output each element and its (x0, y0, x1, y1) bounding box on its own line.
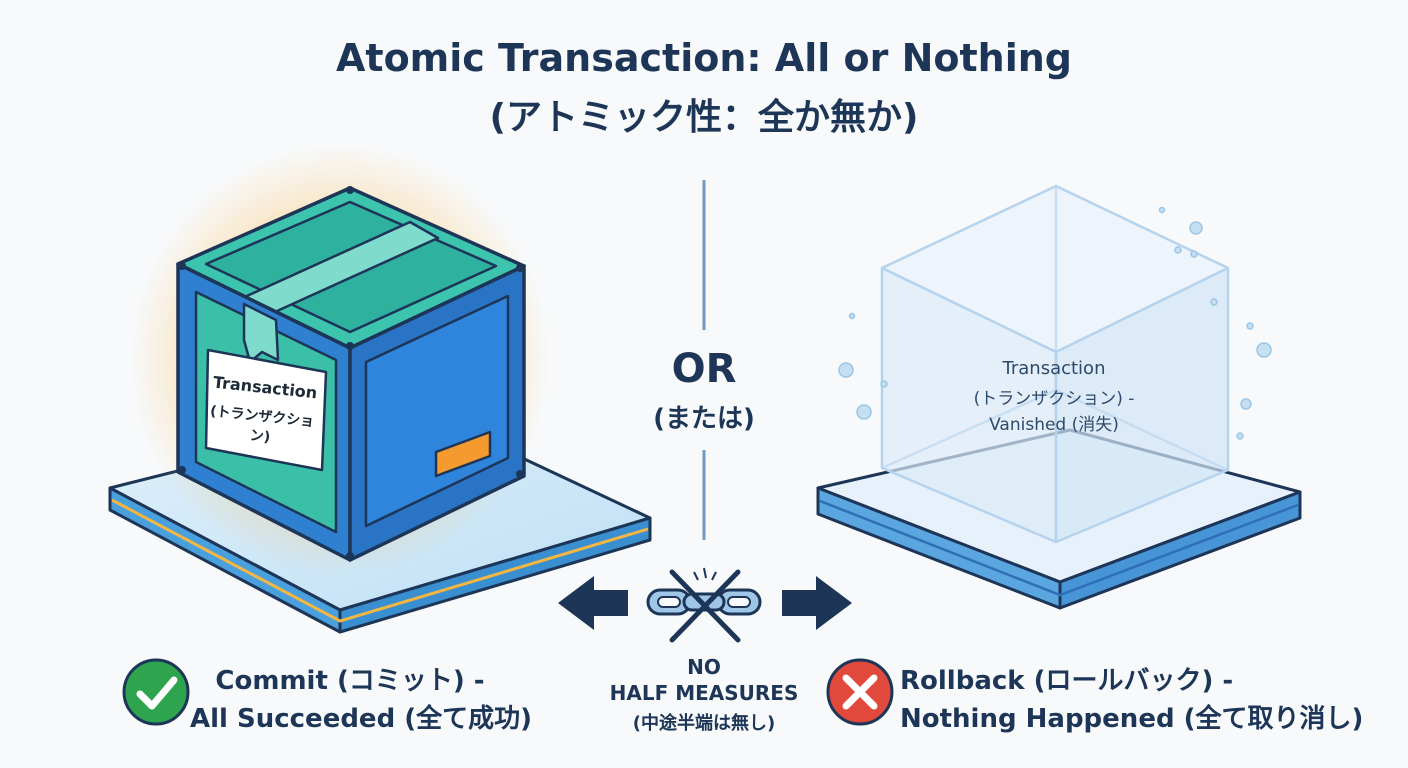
rollback-caption-line-1: Rollback (ロールバック) - (900, 666, 1234, 696)
arrow-left-icon (558, 576, 628, 630)
no-half-measures-line-1: NO (687, 655, 721, 679)
commit-box-label-card (204, 348, 328, 472)
x-circle-icon (826, 658, 894, 726)
title-line-2: (アトミック性：全か無か) (489, 97, 919, 138)
vanished-box-label-line-3: Vanished (消失) (989, 415, 1119, 435)
check-circle-icon (122, 658, 190, 726)
no-half-measures-line-3: (中途半端は無し) (632, 713, 776, 734)
title-line-1: Atomic Transaction: All or Nothing (336, 36, 1072, 80)
commit-box-icon (176, 186, 526, 562)
commit-caption-line-1: Commit (コミット) - (215, 666, 485, 696)
rollback-caption-line-2: Nothing Happened (全て取り消し) (900, 704, 1364, 734)
broken-chain-icon (646, 567, 762, 643)
or-label: OR (671, 346, 737, 392)
vanished-box-label-line-2: (トランザクション) - (973, 389, 1135, 409)
commit-caption-line-2: All Succeeded (全て成功) (190, 704, 532, 734)
no-half-measures-line-2: HALF MEASURES (609, 681, 799, 705)
vanish-particles (838, 206, 1272, 440)
vanished-box-label-line-1: Transaction (1002, 358, 1106, 379)
commit-box-label-line-1: Transaction (212, 372, 319, 403)
commit-box-label: Transaction (トランザクション) (200, 350, 328, 466)
vanished-box-icon (880, 184, 1230, 544)
commit-box-label-line-2: (トランザクション) (209, 403, 315, 446)
arrow-right-icon (782, 576, 852, 630)
or-sublabel: (または) (653, 404, 755, 434)
